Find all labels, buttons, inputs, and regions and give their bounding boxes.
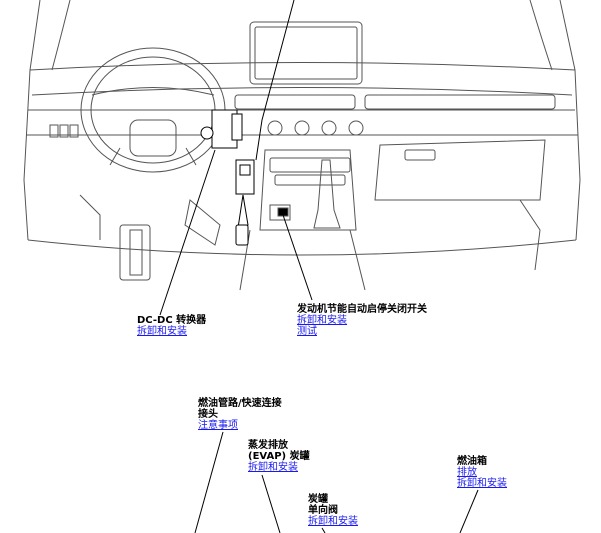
dcdc-remove-install-link[interactable]: 拆卸和安装: [137, 326, 187, 337]
canister-valve-remove-install-link[interactable]: 拆卸和安装: [308, 516, 358, 527]
idle-stop-switch-title: 发动机节能自动启停关闭开关: [297, 304, 427, 315]
idle-stop-test-link[interactable]: 测试: [297, 326, 317, 337]
evap-remove-install-link[interactable]: 拆卸和安装: [248, 462, 298, 473]
fuel-tank-title: 燃油箱: [457, 456, 487, 467]
idle-stop-remove-install-link[interactable]: 拆卸和安装: [297, 315, 347, 326]
fuel-tank-drain-link[interactable]: 排放: [457, 467, 477, 478]
fuel-tank-remove-install-link[interactable]: 拆卸和安装: [457, 478, 507, 489]
fuel-line-title-2: 接头: [198, 409, 218, 420]
callout-dcdc-converter: DC-DC 转换器 拆卸和安装: [137, 315, 206, 337]
canister-valve-title-1: 炭罐: [308, 494, 328, 505]
canister-valve-title-2: 单向阀: [308, 505, 338, 516]
callout-fuel-line: 燃油管路/快速连接 接头 注意事项: [198, 398, 282, 431]
callout-idle-stop-switch: 发动机节能自动启停关闭开关 拆卸和安装 测试: [297, 304, 427, 337]
evap-title-1: 蒸发排放: [248, 440, 288, 451]
callout-fuel-tank: 燃油箱 排放 拆卸和安装: [457, 456, 507, 489]
callout-evap-canister: 蒸发排放 (EVAP) 炭罐 拆卸和安装: [248, 440, 310, 473]
fuel-line-title-1: 燃油管路/快速连接: [198, 398, 282, 409]
dcdc-converter-title: DC-DC 转换器: [137, 315, 207, 326]
fuel-line-precautions-link[interactable]: 注意事项: [198, 420, 238, 431]
evap-title-2: (EVAP) 炭罐: [248, 451, 310, 462]
callout-canister-check-valve: 炭罐 单向阀 拆卸和安装: [308, 494, 358, 527]
